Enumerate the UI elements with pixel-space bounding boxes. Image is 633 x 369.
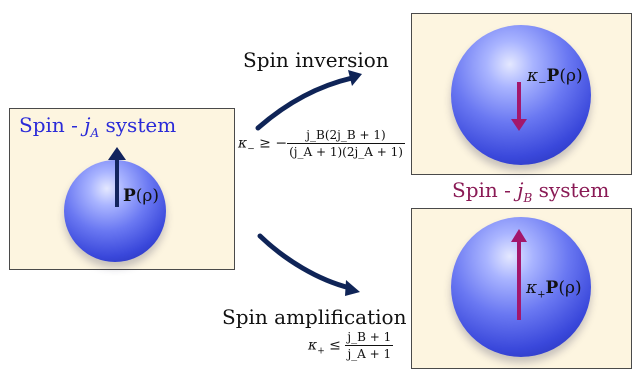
- inverted-polarization-arrow: [511, 82, 527, 131]
- amplification-curved-arrow: [257, 233, 360, 296]
- amplified-polarization-arrow: [511, 229, 527, 320]
- inverted-vector-label: κ−P(ρ): [527, 66, 583, 89]
- amplification-denominator: j_A + 1: [347, 347, 392, 361]
- source-system-title: Spin - jA system: [19, 113, 177, 140]
- inversion-curved-arrow: [255, 70, 362, 131]
- spin-amplification-label: Spin amplification: [222, 305, 407, 329]
- inversion-denominator: (j_A + 1)(2j_A + 1): [289, 145, 403, 159]
- inversion-condition: κ− ≥ −j_B(2j_B + 1)(j_A + 1)(2j_A + 1): [238, 128, 405, 159]
- amplified-vector-label: κ+P(ρ): [526, 278, 582, 301]
- inversion-numerator: j_B(2j_B + 1): [287, 128, 405, 144]
- spin-inversion-label: Spin inversion: [243, 48, 389, 72]
- amplification-numerator: j_B + 1: [345, 330, 394, 346]
- target-system-title: Spin - jB system: [452, 178, 610, 205]
- source-polarization-arrow: [108, 147, 126, 207]
- source-vector-label: P(ρ): [123, 186, 160, 206]
